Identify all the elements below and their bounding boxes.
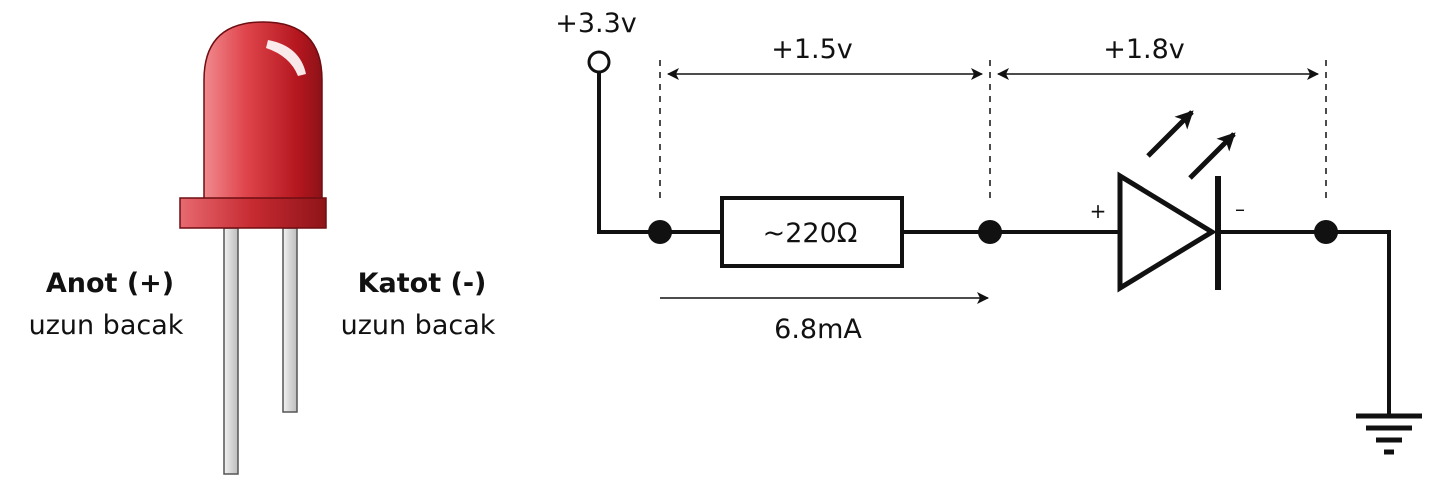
current-label: 6.8mA	[774, 314, 862, 345]
led-illustration	[179, 21, 327, 475]
wire-ground	[1326, 230, 1391, 414]
led-minus-sign: –	[1235, 197, 1245, 221]
resistor	[720, 196, 904, 268]
wire-supply	[597, 72, 660, 234]
circuit-schematic	[587, 50, 1422, 455]
supply-terminal	[587, 50, 611, 74]
resistor-voltage-label: +1.5v	[771, 34, 853, 65]
ground-icon	[1356, 413, 1422, 455]
node-3	[1314, 220, 1338, 244]
anode-label: Anot (+)	[46, 268, 174, 299]
led-anode-leg	[223, 227, 239, 475]
led-symbol-triangle	[1117, 171, 1217, 293]
cathode-sublabel: uzun bacak	[341, 310, 496, 341]
cathode-label: Katot (-)	[358, 268, 487, 299]
resistor-value-label: ~220Ω	[763, 218, 858, 249]
anode-sublabel: uzun bacak	[29, 310, 184, 341]
led-highlight	[266, 40, 306, 76]
node-2	[978, 220, 1002, 244]
supply-voltage-label: +3.3v	[555, 8, 637, 39]
led-emission-arrow-1	[1146, 110, 1194, 158]
led-voltage-label: +1.8v	[1103, 34, 1185, 65]
led-plus-sign: +	[1090, 199, 1107, 223]
led-cathode-leg	[282, 227, 298, 413]
led-rim	[179, 197, 327, 229]
led-dome	[203, 21, 323, 201]
node-1	[648, 220, 672, 244]
led-emission-arrow-2	[1188, 132, 1236, 180]
